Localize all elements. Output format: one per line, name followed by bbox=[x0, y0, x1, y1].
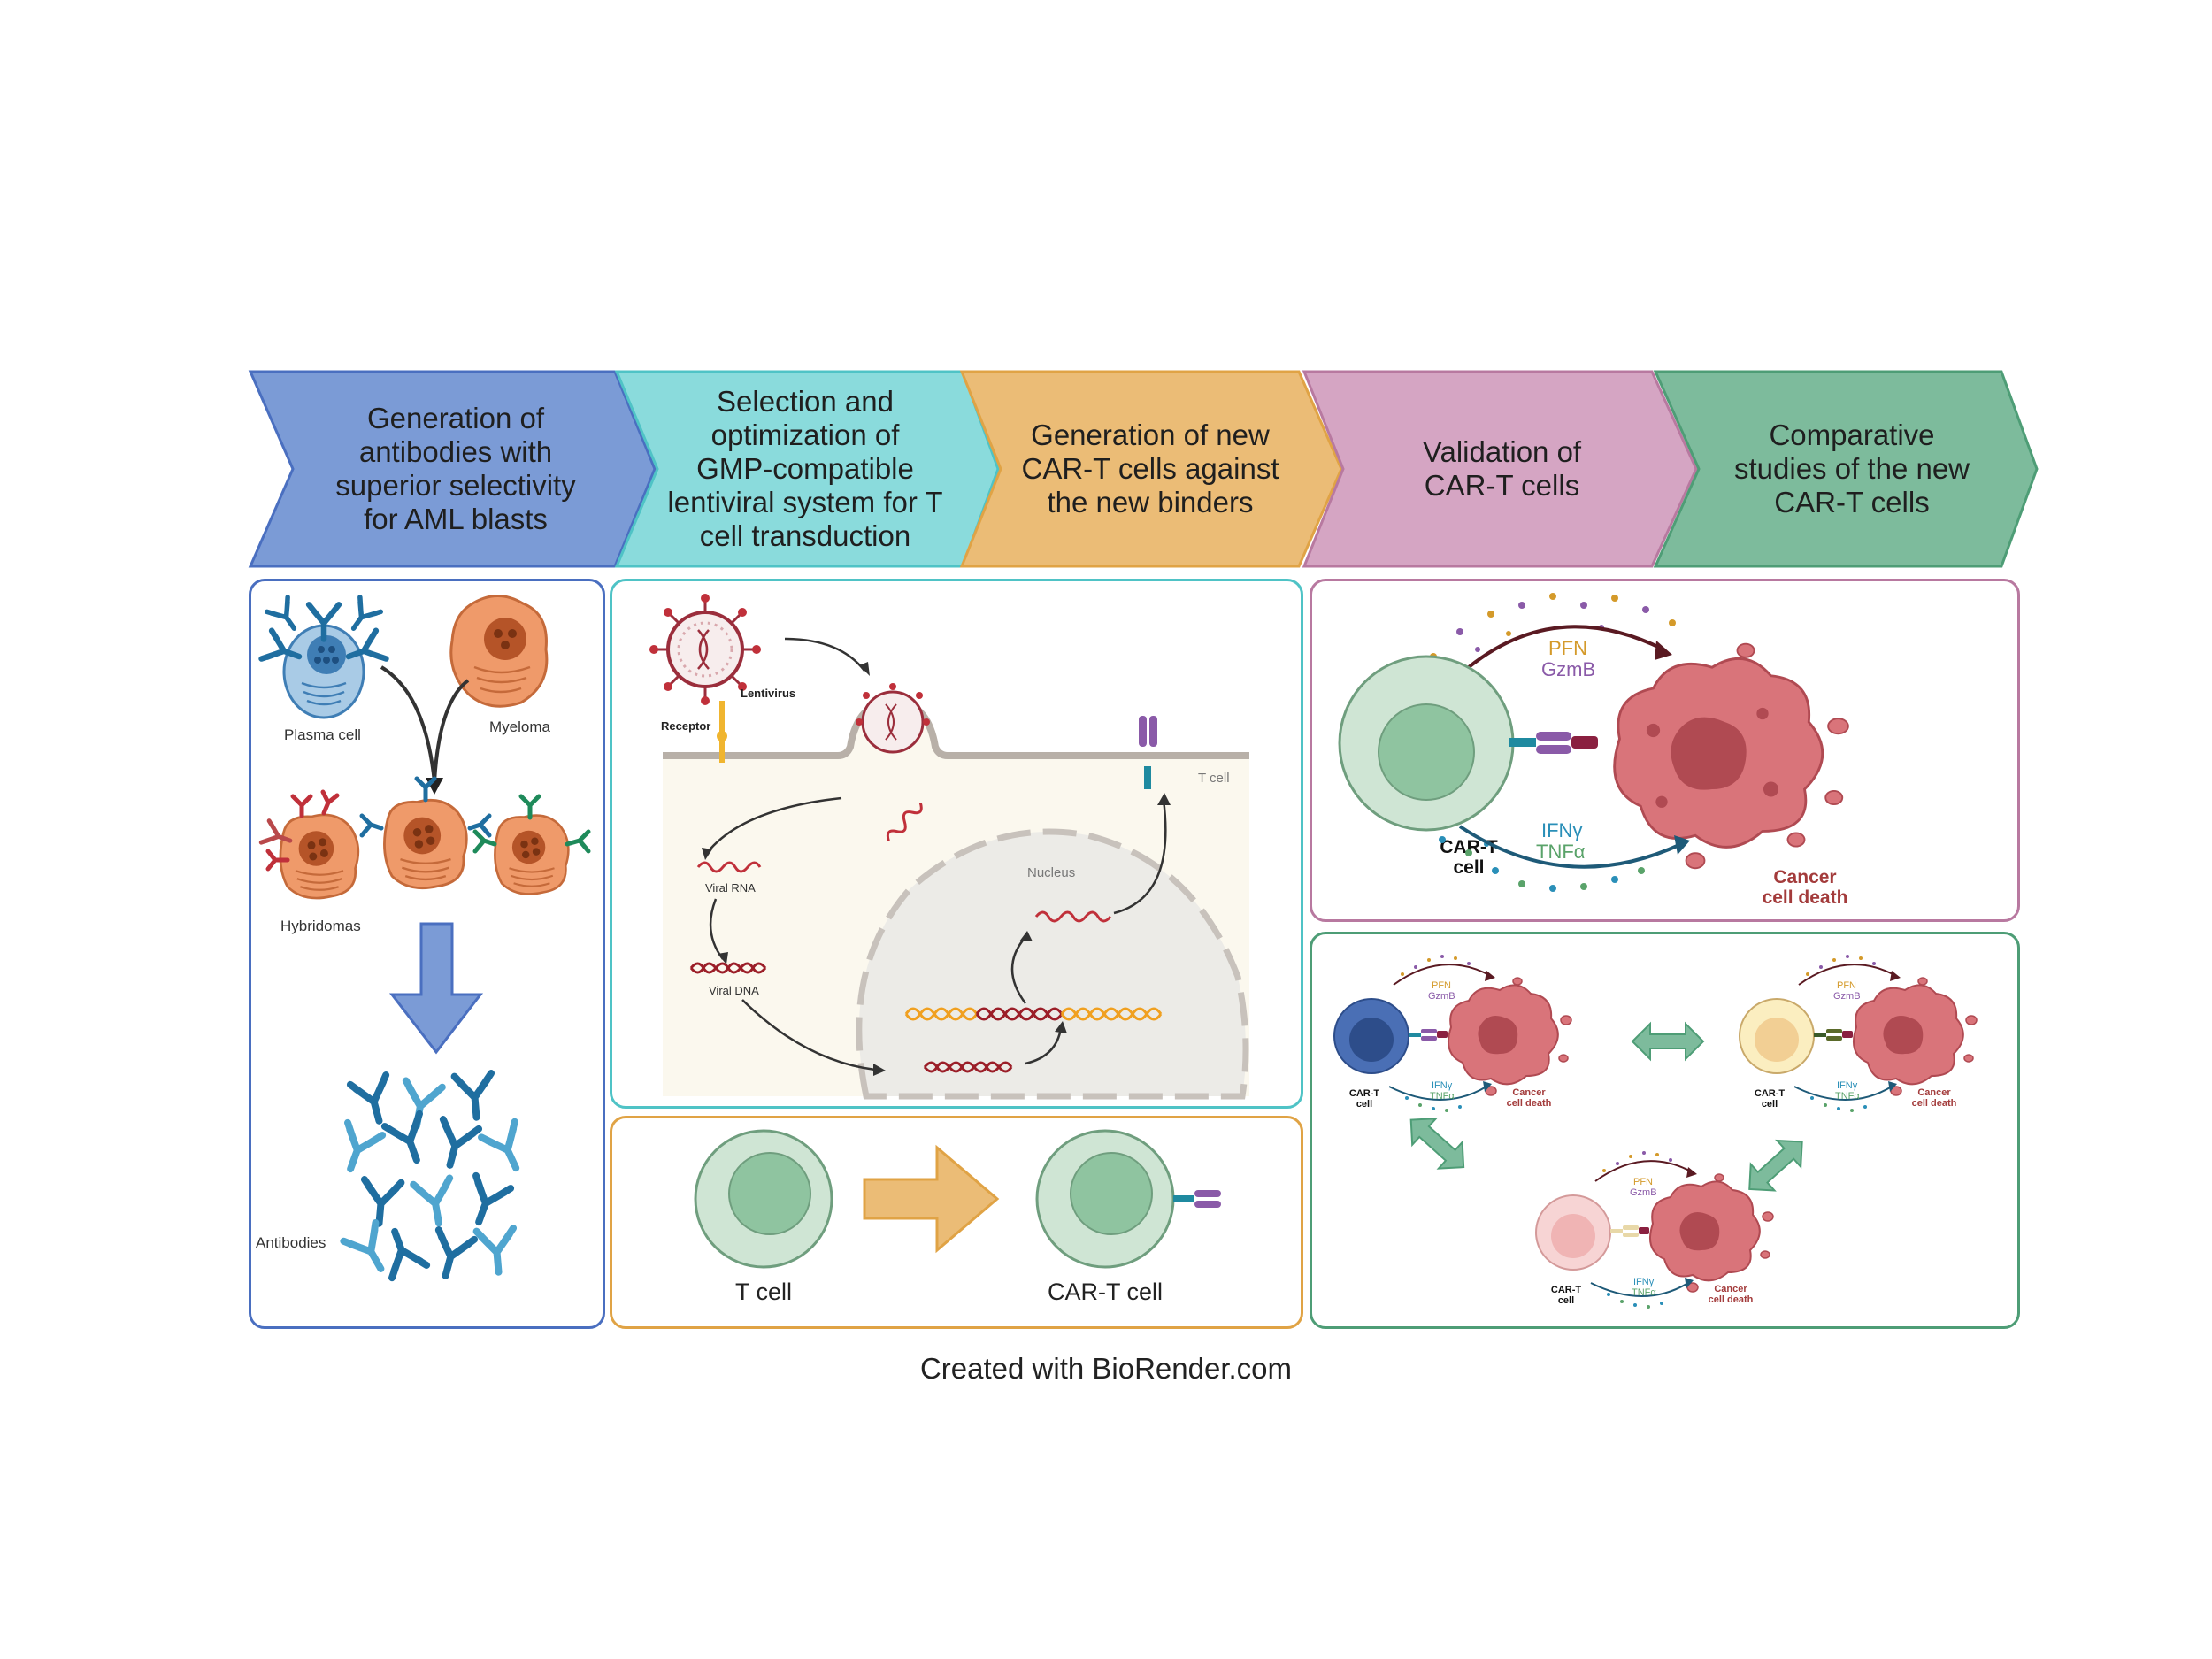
lentivirus-particle bbox=[649, 594, 761, 705]
gzmb-label: GzmB bbox=[1428, 991, 1455, 1002]
transduction-arrow bbox=[863, 1144, 1000, 1254]
myeloma-label: Myeloma bbox=[489, 718, 551, 735]
comparative-illustration: PFN GzmB IFNγ TNFα CAR-T cell Cancer cel… bbox=[1333, 955, 1978, 1309]
cancer-death-line1: Cancer bbox=[1773, 867, 1836, 887]
pfn-label: PFN bbox=[1432, 980, 1451, 991]
cart-label-line2: cell bbox=[1762, 1099, 1778, 1110]
footer-credit: Created with BioRender.com bbox=[919, 1352, 1293, 1385]
viral-rna bbox=[696, 861, 762, 873]
comparison-group-blue: PFN GzmB IFNγ TNFα CAR-T cell Cancer cel… bbox=[1333, 955, 1572, 1112]
cancer-death-line2: cell death bbox=[1507, 1098, 1552, 1109]
cell-membrane bbox=[663, 696, 1249, 759]
cart-cell-large bbox=[1338, 655, 1598, 832]
nucleus bbox=[856, 828, 1249, 1100]
cart-label-line2: cell bbox=[1356, 1099, 1372, 1110]
step-arrow-4 bbox=[1302, 370, 1698, 568]
step-label-5: Comparative studies of the new CAR-T cel… bbox=[1734, 419, 1970, 518]
step-label-2: Selection and optimization of GMP-compat… bbox=[667, 385, 943, 552]
fusion-arrow bbox=[380, 665, 436, 783]
cancer-cell bbox=[1613, 642, 1850, 870]
cart-label-line2: cell bbox=[1558, 1295, 1574, 1306]
compare-arrow-horizontal bbox=[1631, 1021, 1705, 1062]
viral-dna bbox=[689, 962, 767, 974]
compare-arrow-left-diagonal bbox=[1409, 1117, 1465, 1170]
ifng-label: IFNγ bbox=[1432, 1080, 1453, 1091]
ifng-label: IFNγ bbox=[1633, 1277, 1655, 1287]
antibodies-label: Antibodies bbox=[256, 1234, 326, 1251]
pfn-label: PFN bbox=[1633, 1177, 1653, 1187]
nuclear-dna bbox=[923, 1061, 1013, 1073]
step-label-1: Generation of antibodies with superior s… bbox=[335, 402, 576, 535]
nucleus-label: Nucleus bbox=[1027, 865, 1075, 880]
step-label-4: Validation of CAR-T cells bbox=[1422, 435, 1582, 502]
cancer-death-line1: Cancer bbox=[1917, 1087, 1951, 1098]
plasma-cell bbox=[262, 597, 387, 719]
myeloma-cell bbox=[449, 595, 549, 708]
cytokine-arrow bbox=[1458, 825, 1682, 869]
t-cell-label: T cell bbox=[735, 1279, 792, 1305]
tnfa-label: TNFα bbox=[1536, 841, 1586, 863]
comparison-group-pink: PFN GzmB IFNγ TNFα CAR-T cell Cancer cel… bbox=[1535, 1151, 1774, 1309]
pfn-label: PFN bbox=[1548, 637, 1587, 659]
receptor-label: Receptor bbox=[661, 719, 710, 733]
gzmb-label: GzmB bbox=[1833, 991, 1861, 1002]
antibody-generation-illustration: Plasma cell Myeloma Hybridomas bbox=[256, 595, 591, 1329]
dots-top bbox=[1430, 593, 1676, 660]
receptor bbox=[717, 701, 727, 763]
cart-cell-label: CAR-T cell bbox=[1048, 1279, 1163, 1305]
ifng-label: IFNγ bbox=[1541, 819, 1582, 841]
host-genome bbox=[904, 1007, 1163, 1021]
gzmb-label: GzmB bbox=[1630, 1187, 1657, 1198]
tnfa-label: TNFα bbox=[1430, 1091, 1455, 1102]
cancer-death-line2: cell death bbox=[1709, 1294, 1754, 1305]
cancer-death-line1: Cancer bbox=[1714, 1284, 1747, 1294]
cart-generation-illustration: T cell CAR-T cell bbox=[694, 1129, 1221, 1305]
released-rna bbox=[886, 802, 923, 841]
cancer-death-line1: Cancer bbox=[1512, 1087, 1546, 1098]
t-cell-label: T cell bbox=[1198, 771, 1230, 786]
cancer-death-line2: cell death bbox=[1912, 1098, 1957, 1109]
tnfa-label: TNFα bbox=[1632, 1287, 1656, 1298]
process-arrows bbox=[248, 370, 2039, 568]
cytotoxic-arrow bbox=[1467, 625, 1664, 669]
step-arrow-1 bbox=[248, 370, 657, 568]
lentiviral-illustration: Nucleus Lentivirus Receptor T ce bbox=[649, 594, 1249, 1100]
validation-illustration: PFN GzmB CAR-T cell IFNγ TNFα Cancer cel… bbox=[1338, 593, 1850, 908]
fusion-arrow bbox=[433, 679, 470, 783]
car-receptor bbox=[1139, 716, 1157, 789]
step-label-3: Generation of new CAR-T cells against th… bbox=[1021, 419, 1279, 518]
plasma-cell-label: Plasma cell bbox=[284, 726, 361, 743]
dots-bottom bbox=[1439, 836, 1645, 892]
cancer-death-line2: cell death bbox=[1763, 887, 1848, 908]
cart-label-line1: CAR-T bbox=[1755, 1088, 1785, 1099]
entry-arrow bbox=[784, 637, 865, 672]
viral-rna-label: Viral RNA bbox=[705, 881, 756, 895]
pfn-label: PFN bbox=[1837, 980, 1856, 991]
comparison-group-yellow: PFN GzmB IFNγ TNFα CAR-T cell Cancer cel… bbox=[1739, 955, 1978, 1112]
gzmb-label: GzmB bbox=[1541, 658, 1595, 680]
step-arrow-5 bbox=[1653, 370, 2039, 568]
down-arrow bbox=[388, 922, 484, 1055]
ifng-label: IFNγ bbox=[1837, 1080, 1858, 1091]
tnfa-label: TNFα bbox=[1835, 1091, 1860, 1102]
lentivirus-label: Lentivirus bbox=[741, 687, 795, 700]
hybridoma-cells bbox=[261, 776, 591, 900]
cart-label-line2: cell bbox=[1453, 857, 1484, 878]
cart-label-line1: CAR-T bbox=[1551, 1285, 1581, 1295]
budding-virus bbox=[856, 683, 930, 754]
compare-arrow-right-diagonal bbox=[1748, 1139, 1803, 1192]
step-arrow-3 bbox=[959, 370, 1343, 568]
cart-label-line1: CAR-T bbox=[1349, 1088, 1379, 1099]
cart-cell bbox=[1035, 1129, 1221, 1269]
viral-dna-label: Viral DNA bbox=[709, 984, 759, 997]
t-cell bbox=[694, 1129, 833, 1269]
antibody-cluster bbox=[334, 1073, 533, 1280]
hybridomas-label: Hybridomas bbox=[280, 918, 361, 934]
transcribed-rna bbox=[1034, 910, 1112, 923]
